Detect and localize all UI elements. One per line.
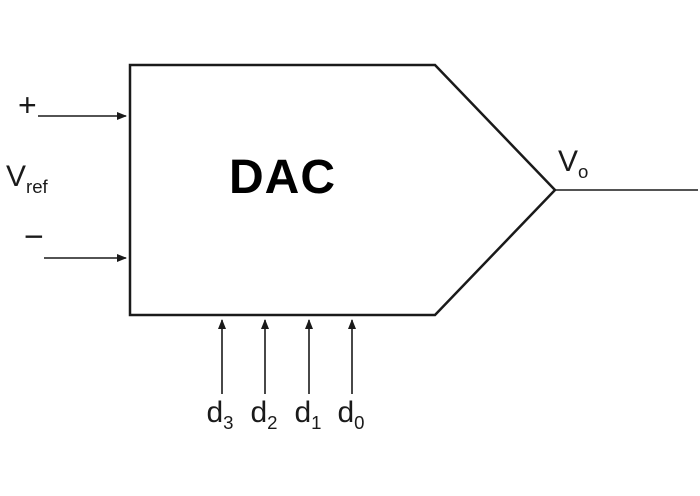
d1-subscript: 1 <box>311 412 322 433</box>
d2-base: d <box>250 396 268 429</box>
vref-label: Vref <box>6 160 48 197</box>
vref-base: V <box>6 160 27 193</box>
d3-label: d3 <box>198 396 242 433</box>
d0-subscript: 0 <box>354 412 365 433</box>
minus-sign: − <box>24 218 44 256</box>
vo-label: Vo <box>558 145 588 182</box>
plus-sign: + <box>18 87 37 123</box>
d1-label: d1 <box>286 396 330 433</box>
vo-subscript: o <box>578 161 589 182</box>
vo-base: V <box>558 145 579 178</box>
d0-base: d <box>337 396 355 429</box>
d3-base: d <box>206 396 224 429</box>
d2-subscript: 2 <box>267 412 278 433</box>
dac-block-shape <box>128 63 557 317</box>
dac-block-label: DAC <box>229 151 336 204</box>
d2-label: d2 <box>242 396 286 433</box>
vref-subscript: ref <box>26 176 48 197</box>
d1-base: d <box>294 396 312 429</box>
d0-label: d0 <box>329 396 373 433</box>
d3-subscript: 3 <box>223 412 234 433</box>
